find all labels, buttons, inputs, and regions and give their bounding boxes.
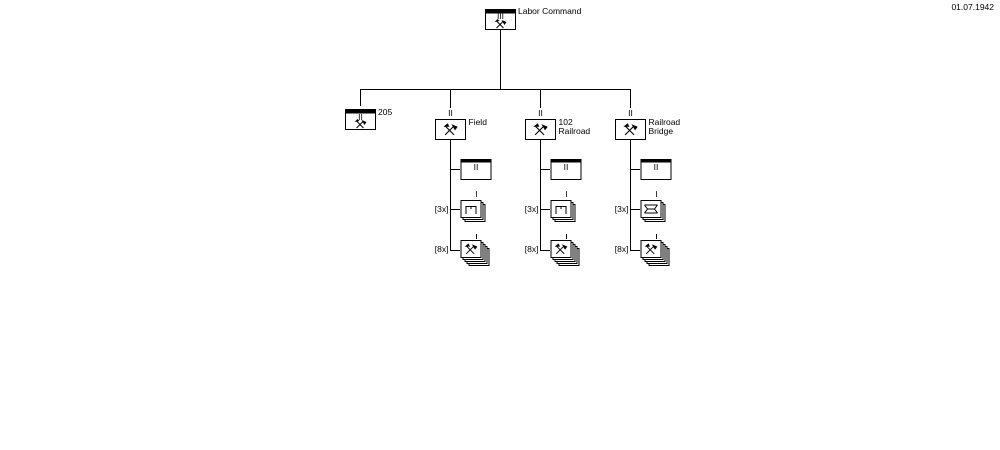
railroad-icon: [465, 206, 477, 214]
date-label: 01.07.1942: [951, 2, 994, 12]
staff-unit[interactable]: II: [550, 159, 582, 180]
staff-unit[interactable]: II: [460, 159, 492, 180]
staff-echelon-marker: II: [474, 162, 479, 172]
company-echelon-marker: I: [655, 189, 657, 199]
company-echelon-marker: I: [565, 189, 567, 199]
hq-echelon-marker: III: [497, 11, 504, 21]
pick-shovel-icon: [443, 123, 458, 136]
bridge-icon: [644, 204, 658, 214]
pick-shovel-icon: [533, 123, 548, 136]
hq-unit[interactable]: III Labor Command: [485, 6, 582, 30]
battalion-label: Railroad: [559, 126, 591, 136]
platoon-count: [8x]: [435, 244, 449, 254]
pick-shovel-icon: [554, 243, 568, 255]
battalion-columns: IIFieldII[3x]I[8x]II102RailroadII[3x]I[8…: [435, 108, 681, 266]
platoon-count: [8x]: [525, 244, 539, 254]
battalion-echelon-marker: II: [448, 108, 453, 118]
battalion-label: Field: [469, 117, 488, 127]
battalion-label: Bridge: [649, 126, 674, 136]
battalion-label: Railroad: [649, 117, 681, 127]
platoon-stack[interactable]: [8x]: [615, 234, 670, 266]
railroad-icon: [555, 206, 567, 214]
pick-shovel-icon: [644, 243, 658, 255]
pick-shovel-icon: [464, 243, 478, 255]
platoon-count: [8x]: [615, 244, 629, 254]
independent-echelon-marker: II: [358, 112, 363, 122]
pick-shovel-icon: [494, 19, 507, 29]
staff-echelon-marker: II: [654, 162, 659, 172]
company-count: [3x]: [615, 204, 629, 214]
pick-shovel-icon: [354, 119, 367, 129]
company-stack[interactable]: [3x] I: [525, 189, 576, 222]
staff-echelon-marker: II: [564, 162, 569, 172]
platoon-stack[interactable]: [8x]: [435, 234, 490, 266]
staff-unit[interactable]: II: [640, 159, 672, 180]
platoon-stack[interactable]: [8x]: [525, 234, 580, 266]
company-count: [3x]: [435, 204, 449, 214]
independent-unit-label: 205: [378, 107, 392, 117]
battalion-echelon-marker: II: [538, 108, 543, 118]
battalion-label: 102: [559, 117, 573, 127]
connector-lines: [360, 30, 640, 251]
hq-label: Labor Command: [518, 6, 582, 16]
company-stack[interactable]: [3x] I: [435, 189, 486, 222]
battalion-echelon-marker: II: [628, 108, 633, 118]
company-stack[interactable]: [3x] I: [615, 189, 666, 222]
company-count: [3x]: [525, 204, 539, 214]
independent-unit[interactable]: II 205: [345, 107, 393, 130]
company-echelon-marker: I: [475, 189, 477, 199]
pick-shovel-icon: [623, 123, 638, 136]
